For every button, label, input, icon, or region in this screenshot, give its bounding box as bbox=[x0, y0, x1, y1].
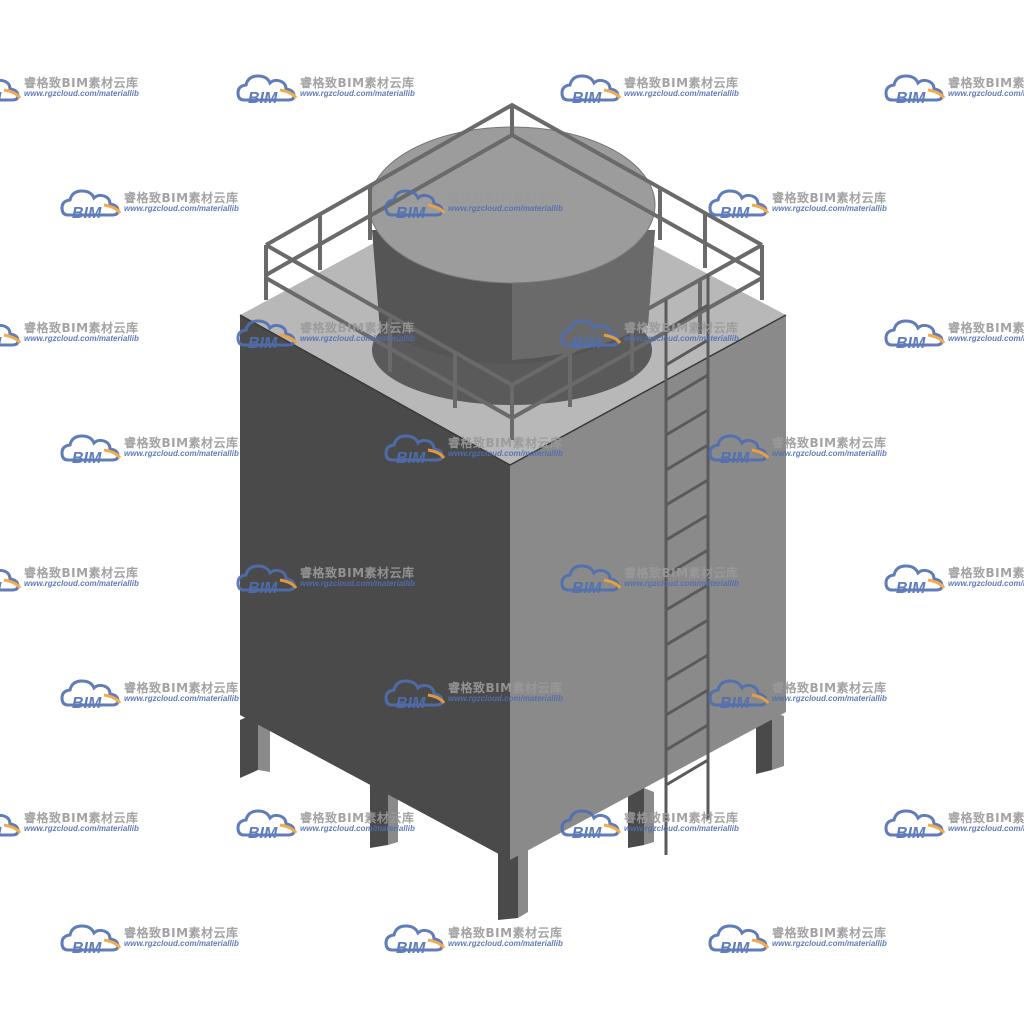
access-ladder bbox=[664, 275, 710, 855]
guard-railing bbox=[264, 102, 764, 440]
